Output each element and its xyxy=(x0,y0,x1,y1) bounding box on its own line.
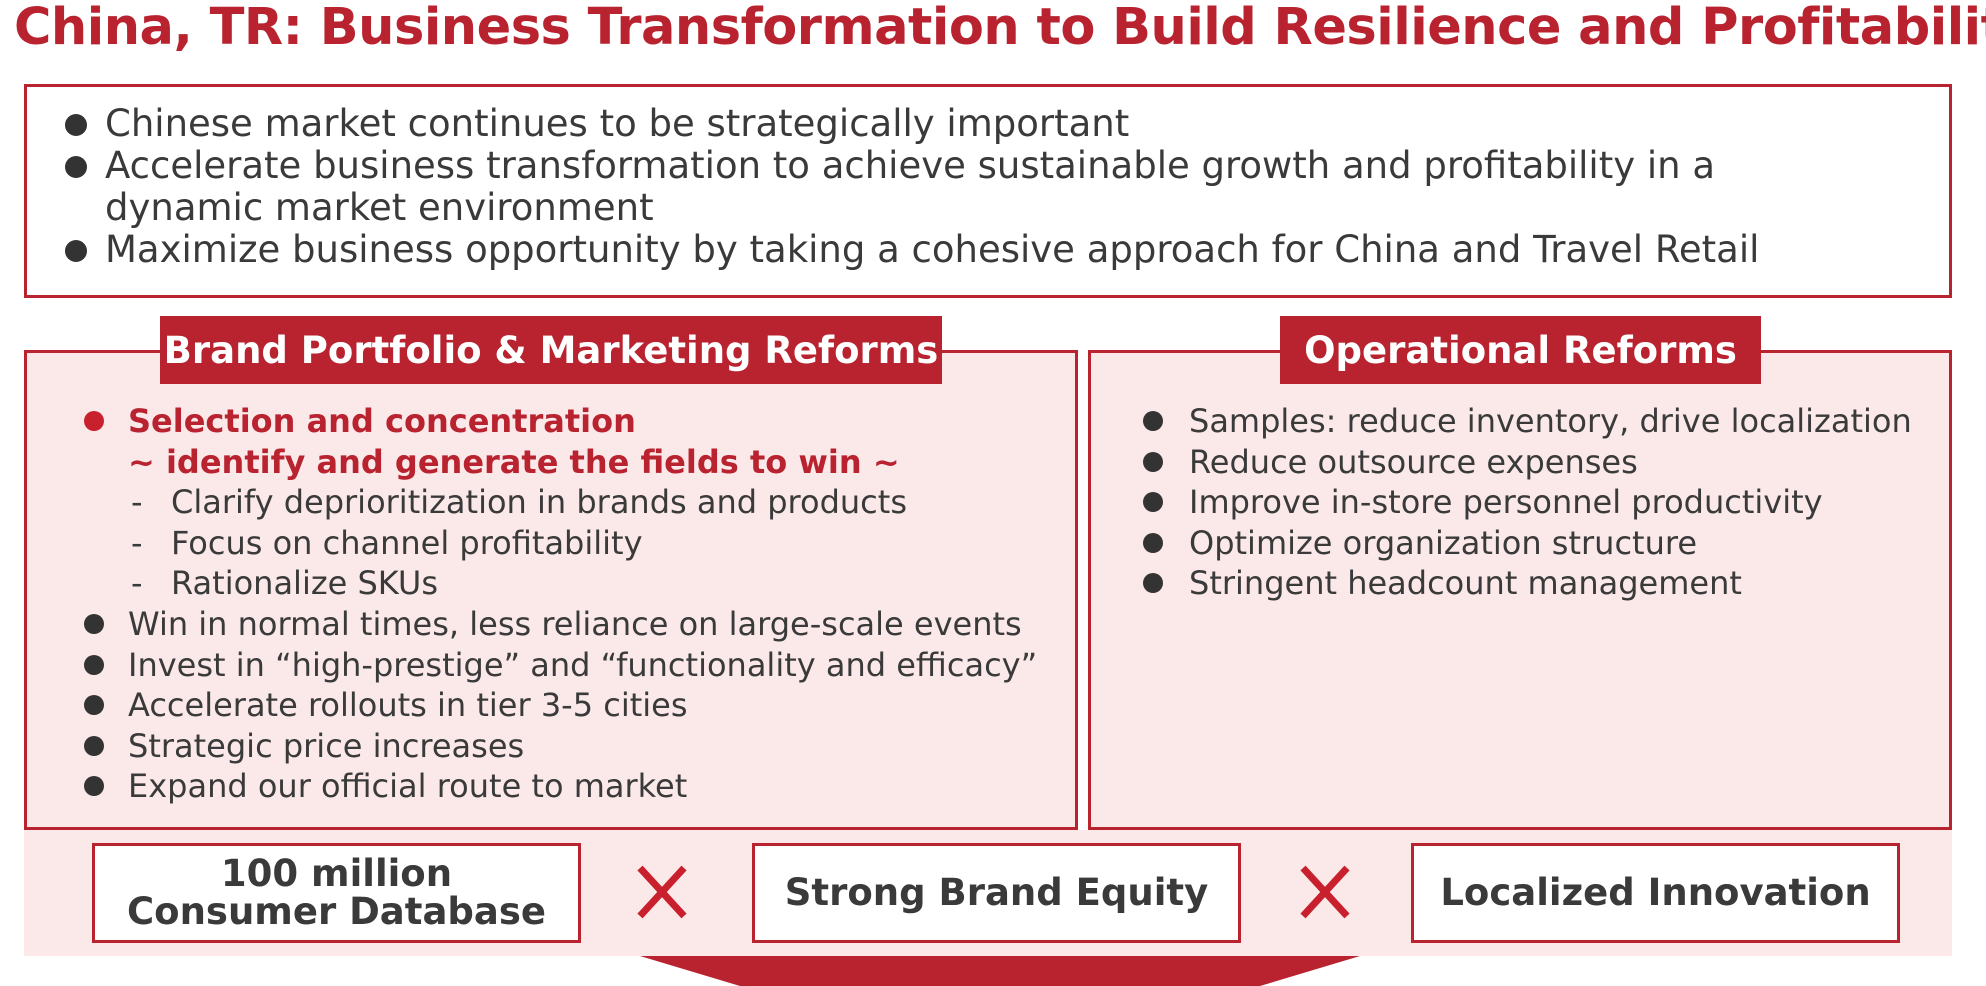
list-item: Invest in “high-prestige” and “functiona… xyxy=(57,645,1037,686)
localized-innovation-box: Localized Innovation xyxy=(1411,843,1900,943)
bullet-icon xyxy=(84,735,104,756)
bullet-icon xyxy=(84,654,104,675)
down-arrow-icon xyxy=(640,956,1360,986)
sub-list-item: -Focus on channel profitability xyxy=(57,523,1037,564)
bullet-icon xyxy=(65,240,87,262)
list-item: Accelerate rollouts in tier 3-5 cities xyxy=(57,685,1037,726)
list-item: Chinese market continues to be strategic… xyxy=(45,103,1759,145)
list-item-text: Focus on channel profitability xyxy=(171,523,643,562)
bullet-icon xyxy=(1143,411,1163,431)
brand-portfolio-list: Selection and concentration ~ identify a… xyxy=(57,401,1037,807)
key-points-list: Chinese market continues to be strategic… xyxy=(45,103,1759,271)
bullet-icon xyxy=(1143,492,1163,513)
brand-portfolio-panel: Selection and concentration ~ identify a… xyxy=(24,350,1078,830)
operational-reforms-panel: Samples: reduce inventory, drive localiz… xyxy=(1088,350,1952,830)
list-item: Samples: reduce inventory, drive localiz… xyxy=(1117,401,1912,442)
list-item-text: Strategic price increases xyxy=(128,726,525,765)
consumer-database-box: 100 million Consumer Database xyxy=(92,843,581,943)
list-item-continuation: dynamic market environment xyxy=(45,187,1759,229)
list-item-text: Samples: reduce inventory, drive localiz… xyxy=(1189,402,1912,440)
bullet-icon xyxy=(1143,451,1163,472)
bullet-icon xyxy=(1143,573,1163,594)
list-item-text: Stringent headcount management xyxy=(1189,564,1742,603)
consumer-database-line1: 100 million xyxy=(220,852,453,895)
list-item-text: Improve in-store personnel productivity xyxy=(1189,483,1823,522)
brand-portfolio-header: Brand Portfolio & Marketing Reforms xyxy=(160,316,942,384)
list-item: Expand our official route to market xyxy=(57,766,1037,807)
list-item: Improve in-store personnel productivity xyxy=(1117,482,1912,523)
dash-icon: - xyxy=(131,483,143,522)
operational-reforms-header: Operational Reforms xyxy=(1280,316,1761,384)
bullet-icon xyxy=(65,156,87,178)
list-item: Optimize organization structure xyxy=(1117,523,1912,564)
list-item: Stringent headcount management xyxy=(1117,563,1912,604)
brand-equity-label: Strong Brand Equity xyxy=(784,871,1209,914)
list-item-text: Maximize business opportunity by taking … xyxy=(105,228,1760,271)
list-item-text: Win in normal times, less reliance on la… xyxy=(128,604,1022,643)
page-title: China, TR: Business Transformation to Bu… xyxy=(14,0,1986,57)
bullet-icon xyxy=(84,613,104,634)
list-item: Reduce outsource expenses xyxy=(1117,442,1912,483)
localized-innovation-label: Localized Innovation xyxy=(1440,871,1871,914)
multiply-icon xyxy=(637,865,687,919)
list-item-text: Selection and concentration xyxy=(128,402,636,440)
sub-list-item: -Rationalize SKUs xyxy=(57,563,1037,604)
list-item-text: Accelerate business transformation to ac… xyxy=(105,144,1716,187)
list-item-text: Expand our official route to market xyxy=(128,767,688,806)
list-item-text: dynamic market environment xyxy=(105,186,654,229)
list-item-text: Clarify deprioritization in brands and p… xyxy=(171,483,907,522)
list-item: Strategic price increases xyxy=(57,726,1037,767)
consumer-database-line2: Consumer Database xyxy=(127,890,546,933)
bullet-icon xyxy=(84,411,104,431)
list-item-text: Reduce outsource expenses xyxy=(1189,442,1638,481)
list-item-text: Optimize organization structure xyxy=(1189,523,1698,562)
bullet-icon xyxy=(84,695,104,716)
bullet-icon xyxy=(84,776,104,797)
brand-equity-box: Strong Brand Equity xyxy=(752,843,1241,943)
sub-list-item: -Clarify deprioritization in brands and … xyxy=(57,482,1037,523)
dash-icon: - xyxy=(131,523,143,562)
bullet-icon xyxy=(1143,532,1163,553)
dash-icon: - xyxy=(131,564,143,603)
list-item: Accelerate business transformation to ac… xyxy=(45,145,1759,187)
list-item: Win in normal times, less reliance on la… xyxy=(57,604,1037,645)
list-item: Maximize business opportunity by taking … xyxy=(45,229,1759,271)
list-item-highlight: Selection and concentration xyxy=(57,401,1037,442)
bullet-icon xyxy=(65,114,87,136)
key-points-box: Chinese market continues to be strategic… xyxy=(24,84,1952,298)
list-item-subtitle: ~ identify and generate the fields to wi… xyxy=(57,442,1037,483)
list-item-text: ~ identify and generate the fields to wi… xyxy=(128,442,900,481)
list-item-text: Accelerate rollouts in tier 3-5 cities xyxy=(128,686,688,725)
list-item-text: Chinese market continues to be strategic… xyxy=(105,102,1130,145)
list-item-text: Rationalize SKUs xyxy=(171,564,439,603)
multiply-icon xyxy=(1300,865,1350,919)
operational-reforms-list: Samples: reduce inventory, drive localiz… xyxy=(1117,401,1912,604)
list-item-text: Invest in “high-prestige” and “functiona… xyxy=(128,645,1038,684)
